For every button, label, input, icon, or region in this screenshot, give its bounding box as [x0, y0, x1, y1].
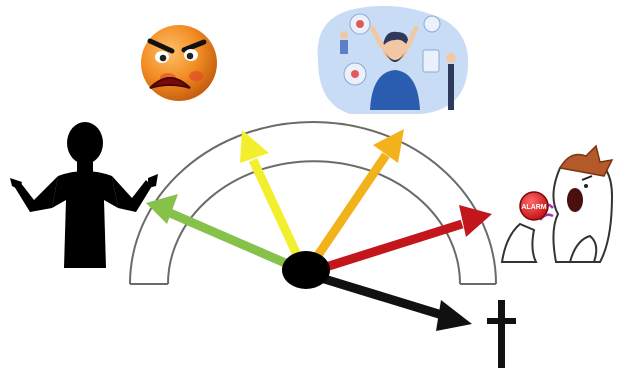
arrow-black	[308, 274, 472, 331]
gauge-hub	[282, 251, 330, 289]
alarm-button-label: ALARM	[521, 204, 546, 211]
cross-icon	[487, 300, 516, 368]
stressed-person-illustration	[318, 6, 468, 114]
angry-face-icon	[141, 25, 217, 101]
arrow-red	[310, 205, 492, 272]
screaming-man-with-alarm-button-icon: ALARM	[502, 146, 612, 262]
